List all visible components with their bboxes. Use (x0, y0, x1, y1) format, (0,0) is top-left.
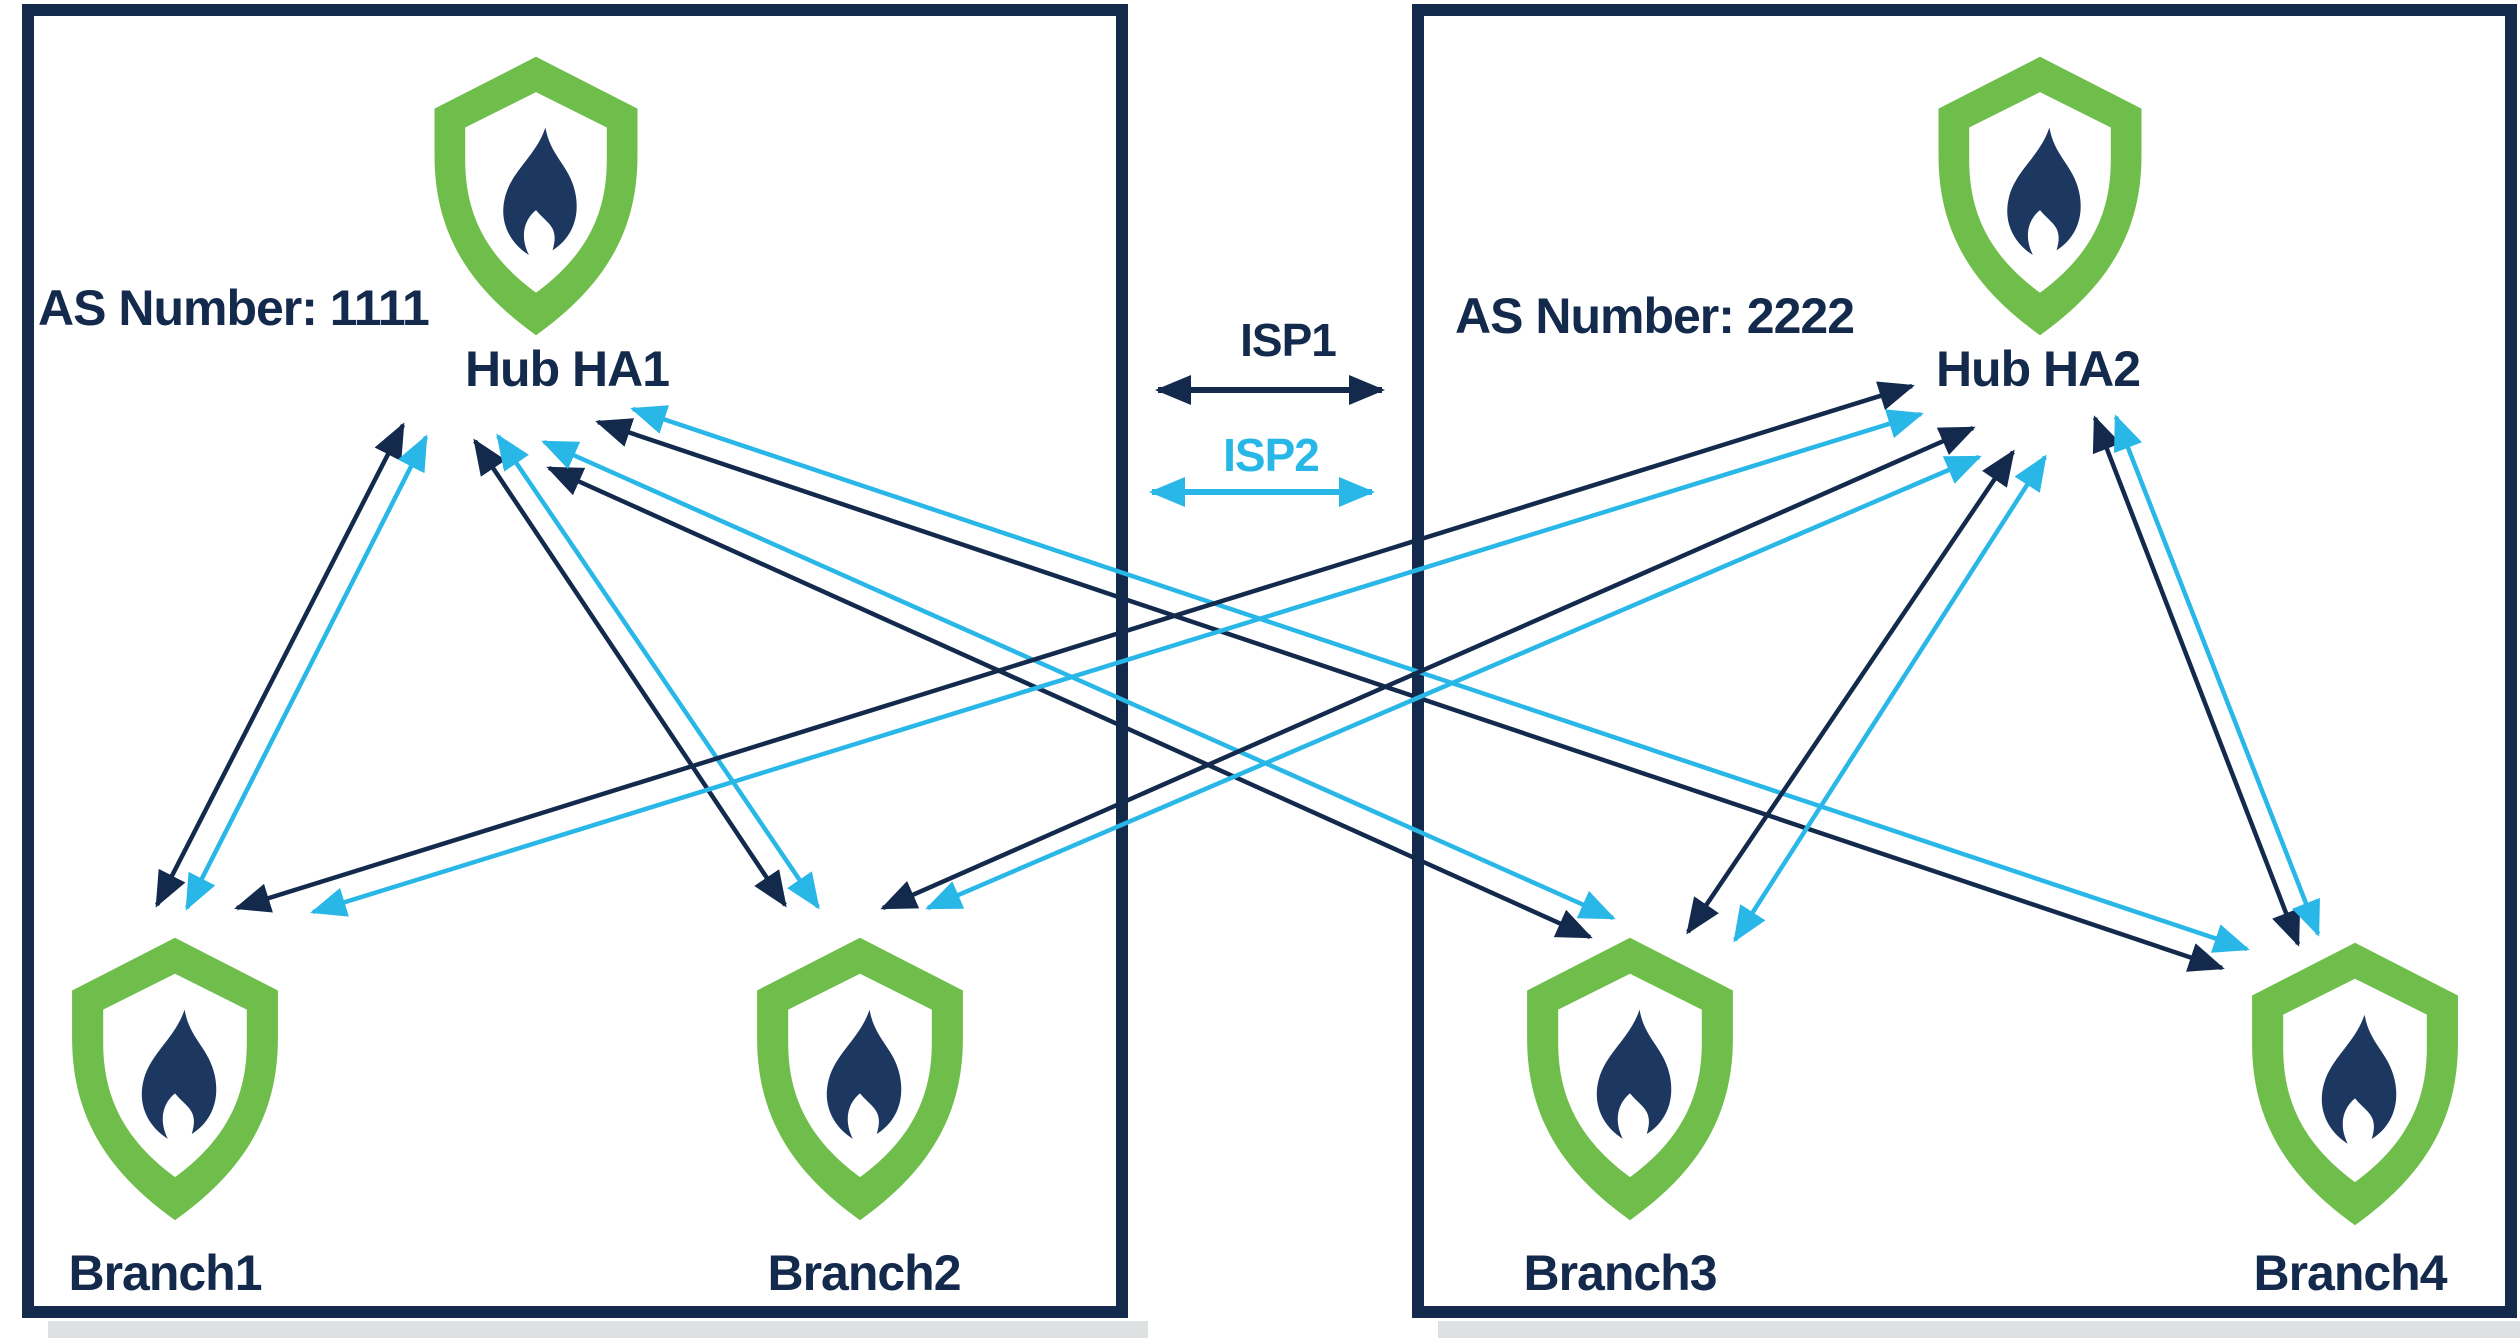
legend-isp2-label: ISP2 (1223, 429, 1320, 481)
link-branch3-hubha2-isp1 (1686, 449, 2015, 935)
link-branch1-hubha2-isp2 (310, 409, 1924, 917)
link-branch1-hubha1-isp2 (184, 434, 429, 911)
branch1-firewall-shield-icon (72, 937, 278, 1221)
as1-box-shadow (48, 1321, 1148, 1338)
link-branch1-hubha1-isp1 (154, 422, 406, 908)
branch4-label: Branch4 (2253, 1245, 2447, 1301)
hub-ha2-label: Hub HA2 (1935, 341, 2141, 397)
hub-ha1-label: Hub HA1 (464, 341, 670, 397)
branch3-label: Branch3 (1523, 1245, 1717, 1301)
as2-box-shadow (1438, 1321, 2520, 1338)
link-branch3-hubha2-isp2 (1733, 454, 2047, 943)
as1-boundary-box (22, 4, 1128, 1318)
legend-isp1-label: ISP1 (1240, 314, 1337, 366)
as1-number-label: AS Number: 1111 (38, 280, 430, 336)
branch2-firewall-shield-icon (757, 937, 963, 1221)
hub-ha1-firewall-shield-icon (434, 56, 638, 336)
link-branch4-hubha2-isp2 (2113, 414, 2321, 937)
link-branch2-hubha1-isp2 (496, 433, 820, 910)
branch3-firewall-shield-icon (1527, 937, 1733, 1221)
branch2-label: Branch2 (767, 1245, 961, 1301)
link-branch2-hubha1-isp1 (473, 438, 787, 908)
as2-number-label: AS Number: 2222 (1455, 288, 1855, 344)
branch1-label: Branch1 (68, 1245, 262, 1301)
link-branch3-hubha1-isp2 (541, 439, 1616, 921)
link-branch4-hubha2-isp1 (2092, 415, 2301, 947)
hub-ha2-firewall-shield-icon (1938, 56, 2142, 336)
branch4-firewall-shield-icon (2252, 942, 2458, 1226)
